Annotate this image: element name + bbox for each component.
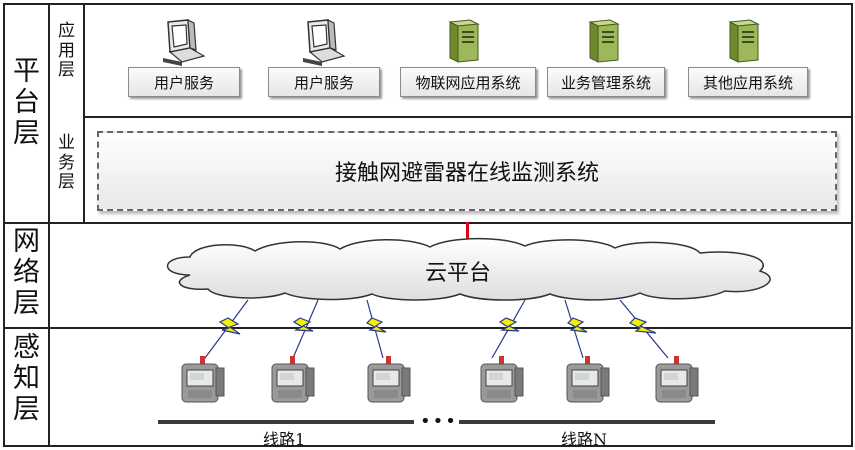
server-icon xyxy=(588,19,620,63)
arrester-monitor-icon xyxy=(367,356,411,403)
app-box-other-applications: 其他应用系统 xyxy=(688,67,808,97)
arrester-monitor-icon xyxy=(655,356,699,403)
diagram-frame xyxy=(3,3,853,447)
arrester-monitor-icon xyxy=(271,356,315,403)
network-layer-label: 网络层 xyxy=(13,226,40,320)
app-box-user-service-2: 用户服务 xyxy=(268,67,380,97)
business-system-box: 接触网避雷器在线监测系统 xyxy=(97,131,837,211)
platform-network-divider xyxy=(3,222,853,224)
layer-column-divider xyxy=(48,3,50,447)
cloud-link-line xyxy=(466,222,469,244)
arrester-monitor-icon xyxy=(181,356,225,403)
lightning-icon xyxy=(491,299,526,359)
computer-icon xyxy=(303,18,346,66)
lightning-icon xyxy=(564,299,588,359)
app-box-iot-application: 物联网应用系统 xyxy=(400,67,536,97)
line-bar-1 xyxy=(158,420,414,424)
application-layer-label: 应用层 xyxy=(58,21,75,81)
arrester-monitor-icon xyxy=(480,356,524,403)
cloud-shape xyxy=(167,237,771,301)
network-perception-divider xyxy=(3,327,853,329)
line-label-n: 线路N xyxy=(561,430,608,449)
lightning-icon xyxy=(619,299,669,359)
business-layer-label: 业务层 xyxy=(58,133,75,193)
perception-layer-label: 感知层 xyxy=(13,332,40,426)
platform-layer-label: 平台层 xyxy=(13,56,40,150)
app-box-business-management: 业务管理系统 xyxy=(547,67,665,97)
computer-icon xyxy=(163,18,206,66)
line-label-1: 线路1 xyxy=(263,430,306,449)
arrester-monitor-icon xyxy=(566,356,610,403)
line-bar-n xyxy=(459,420,715,424)
app-business-divider xyxy=(83,116,853,118)
lightning-icon xyxy=(204,299,249,359)
cloud-label: 云平台 xyxy=(425,261,492,286)
lightning-icon xyxy=(365,299,387,359)
server-icon xyxy=(728,19,760,63)
ellipsis: ••• xyxy=(420,411,458,432)
app-box-user-service-1: 用户服务 xyxy=(128,67,240,97)
platform-sublayer-divider xyxy=(83,3,85,224)
server-icon xyxy=(448,19,480,63)
lightning-icon xyxy=(292,299,319,359)
